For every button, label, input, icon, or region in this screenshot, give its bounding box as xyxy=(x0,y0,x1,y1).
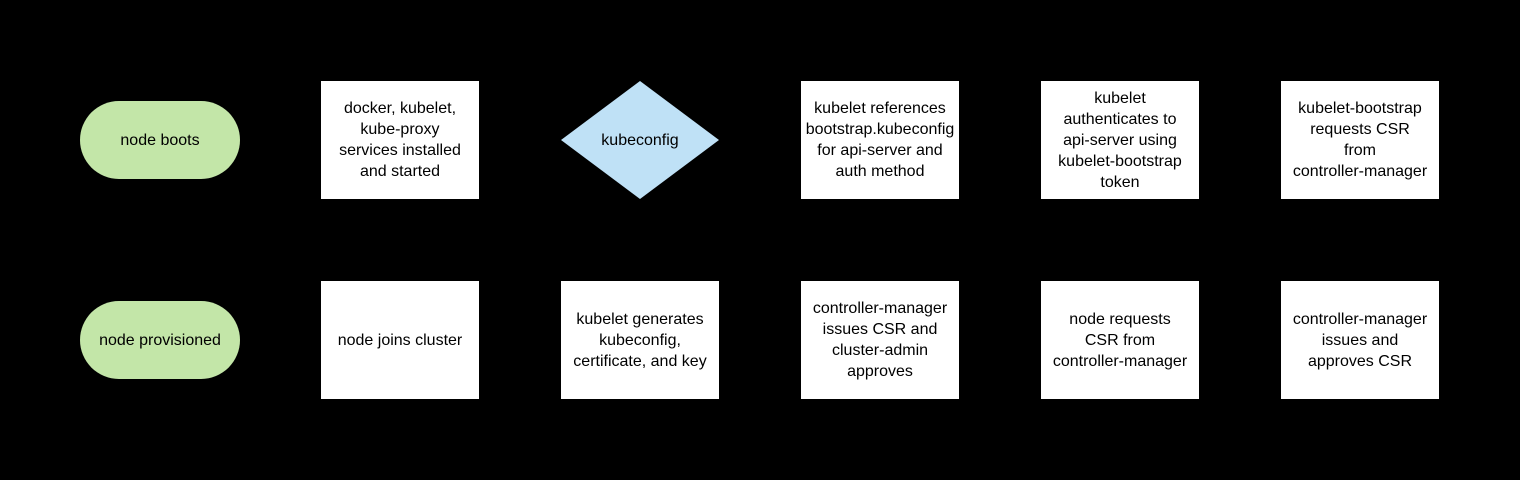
process-node-requests-csr: node requests CSR from controller-manage… xyxy=(1041,281,1199,399)
process-kubelet-generates-kubeconfig: kubelet generates kubeconfig, certificat… xyxy=(561,281,719,399)
process-controller-manager-issues-and-approves-csr: controller-manager issues and approves C… xyxy=(1281,281,1439,399)
process-services-installed-and-started: docker, kubelet, kube-proxy services ins… xyxy=(321,81,479,199)
process-node-joins-cluster: node joins cluster xyxy=(321,281,479,399)
process-kubelet-authenticates-to-api-server: kubelet authenticates to api-server usin… xyxy=(1041,81,1199,199)
terminator-node-boots: node boots xyxy=(80,101,240,179)
decision-kubeconfig: kubeconfig xyxy=(561,81,719,199)
process-kubelet-references-bootstrap-kubeconfig: kubelet references bootstrap.kubeconfig … xyxy=(801,81,959,199)
process-controller-manager-issues-csr-cluster-admin-approves: controller-manager issues CSR and cluste… xyxy=(801,281,959,399)
terminator-node-provisioned: node provisioned xyxy=(80,301,240,379)
process-kubelet-bootstrap-requests-csr: kubelet-bootstrap requests CSR from cont… xyxy=(1281,81,1439,199)
